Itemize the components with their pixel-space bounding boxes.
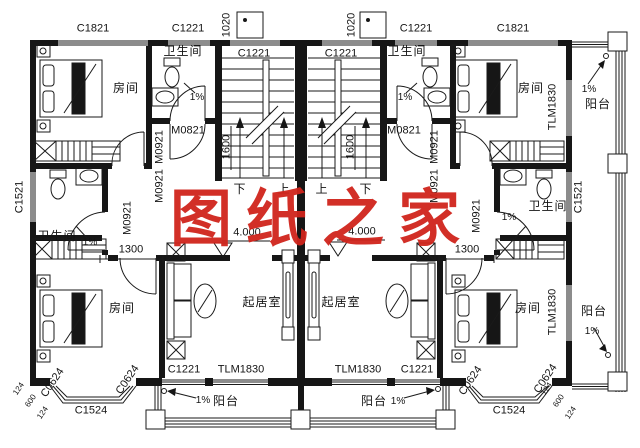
label-stair-up-right: 上 <box>315 182 329 196</box>
label-elevation-left: 4.000 <box>233 226 261 239</box>
label-door-tlm1830-bottom-right: TLM1830 <box>334 363 382 376</box>
sofa-left <box>166 242 217 360</box>
label-bay-c1524-right: C1524 <box>492 404 526 417</box>
label-room-bedroom-top-right: 房间 <box>517 81 545 95</box>
wardrobes <box>31 140 565 260</box>
balcony-bottom-railing <box>145 386 456 430</box>
windows-top-wall <box>58 40 558 46</box>
label-stair-up-left: 上 <box>277 182 291 196</box>
label-slope-bath-mid-right: 1% <box>501 212 517 223</box>
stair-right <box>308 57 380 179</box>
bed-bottom-right <box>451 274 518 363</box>
label-window-c1221-stair-right: C1221 <box>324 47 358 60</box>
label-slope-bath-top-left: 1% <box>189 92 205 103</box>
bed-bottom-left <box>36 274 103 363</box>
label-bay-c1524-left: C1524 <box>74 404 108 417</box>
label-room-bathroom-mid-left: 卫生间 <box>37 229 77 243</box>
stair-left <box>222 57 294 179</box>
label-room-bedroom-bottom-right: 房间 <box>514 301 542 315</box>
label-room-living-left: 起居室 <box>242 295 282 309</box>
windows-bottom-wall <box>162 379 440 385</box>
label-door-m0921-left-2: M0921 <box>153 169 166 203</box>
bed-top-right <box>451 44 518 133</box>
sofa-right <box>385 242 436 360</box>
label-door-m0921-right-1: M0921 <box>428 130 441 164</box>
label-room-bedroom-top-left: 房间 <box>112 81 140 95</box>
bathroom-fixtures <box>49 57 553 200</box>
label-flue-1020-right: 1020 <box>345 12 358 38</box>
elevation-markers <box>213 239 385 258</box>
label-balcony-bottom-right: 阳台 <box>360 394 388 408</box>
watermark: 图纸之家 <box>169 186 475 254</box>
tv-cabinets <box>281 249 321 341</box>
windows-side-walls <box>30 80 572 341</box>
label-balcony-right-bottom: 阳台 <box>580 304 608 318</box>
label-window-c1821-top-right: C1821 <box>496 22 530 35</box>
label-flue-1020-left: 1020 <box>220 12 233 38</box>
label-dim-1600-left: 1600 <box>220 134 233 160</box>
label-stair-down-left: 下 <box>233 182 247 196</box>
label-door-tlm1830-east-top: TLM1830 <box>546 83 559 131</box>
label-door-m0921-left-1: M0921 <box>153 130 166 164</box>
label-door-m0821-left: M0821 <box>171 124 205 137</box>
label-window-c1221-bottom-left: C1221 <box>167 363 201 376</box>
label-dim-1300-left: 1300 <box>118 243 144 256</box>
label-door-m0821-right: M0821 <box>387 124 421 137</box>
dimension-ticks <box>99 255 495 263</box>
label-slope-balcony-bottom-right: 1% <box>390 396 406 407</box>
label-balcony-bottom-left: 阳台 <box>212 394 240 408</box>
label-room-bathroom-top-left: 卫生间 <box>163 44 203 58</box>
label-slope-balcony-bottom-left: 1% <box>195 395 211 406</box>
label-dim-1300-right: 1300 <box>454 243 480 256</box>
door-arcs <box>67 85 535 295</box>
label-window-c1521-right: C1521 <box>572 180 585 214</box>
label-window-c1821-top-left: C1821 <box>76 22 110 35</box>
label-dim-1600-right: 1600 <box>344 134 357 160</box>
label-slope-balcony-right-top: 1% <box>581 84 597 95</box>
label-window-c1521-left: C1521 <box>13 180 26 214</box>
label-room-living-right: 起居室 <box>321 295 361 309</box>
flue-boxes <box>236 11 387 39</box>
label-room-bathroom-top-right: 卫生间 <box>387 44 427 58</box>
label-door-tlm1830-east-bottom: TLM1830 <box>546 288 559 336</box>
label-window-c1221-bottom-right: C1221 <box>400 363 434 376</box>
label-door-tlm1830-bottom-left: TLM1830 <box>217 363 265 376</box>
label-slope-bath-mid-left: 1% <box>82 237 98 248</box>
label-room-bedroom-bottom-left: 房间 <box>108 301 136 315</box>
label-window-c1221-bath-right: C1221 <box>399 22 433 35</box>
label-slope-balcony-right-bottom: 1% <box>584 326 600 337</box>
label-slope-bath-top-right: 1% <box>397 92 413 103</box>
balcony-right-railing <box>572 31 628 392</box>
label-balcony-right-top: 阳台 <box>584 97 612 111</box>
label-stair-down-right: 下 <box>359 182 373 196</box>
bed-top-left <box>36 44 103 133</box>
label-door-m0921-left-3: M0921 <box>121 201 134 235</box>
label-window-c1221-stair-left: C1221 <box>237 47 271 60</box>
label-elevation-right: 4.000 <box>348 225 376 238</box>
bay-window-right <box>465 385 553 404</box>
slope-arrows-drains <box>75 53 611 399</box>
label-window-c1221-bath-left: C1221 <box>171 22 205 35</box>
bay-window-left <box>49 385 137 404</box>
label-room-bathroom-mid-right: 卫生间 <box>528 199 568 213</box>
